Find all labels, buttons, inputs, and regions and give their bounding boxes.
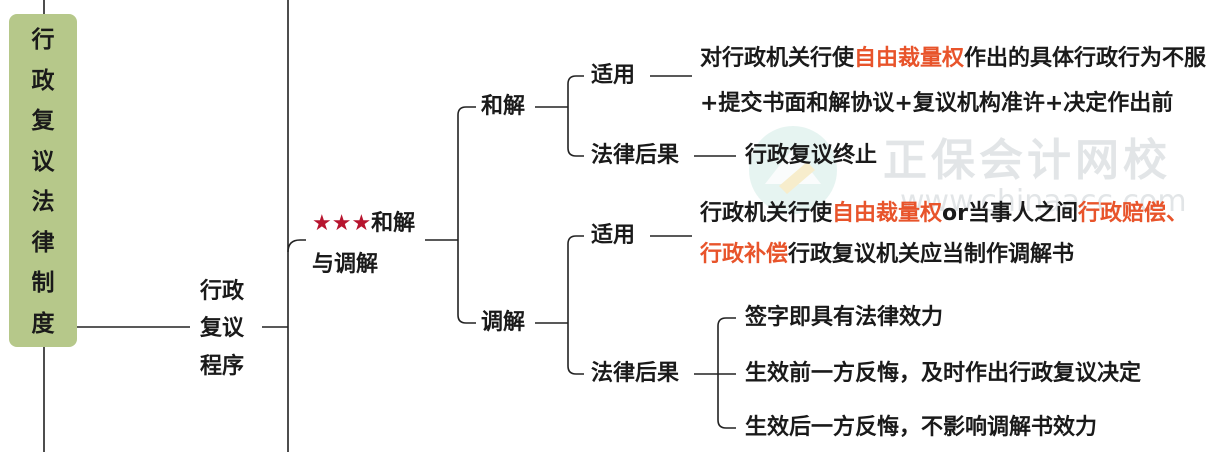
hejie-apply-text: 对行政机关行使 [700,46,855,71]
bracket-tiaojie-bottom [457,314,476,324]
root-char: 复 [31,108,55,134]
bracket-tiaojie-result [567,365,584,375]
tiaojie-apply-text: or当事人之间 [942,201,1078,226]
tiaojie-apply-line2: 行政补偿行政复议机关应当制作调解书 [700,239,1074,271]
hejie-result-label: 法律后果 [591,143,680,168]
tiaojie-result-item: 生效前一方反悔，及时作出行政复议决定 [745,361,1142,386]
tiaojie-apply-label: 适用 [591,223,636,248]
root-char: 制 [31,270,55,296]
tiaojie-apply-highlight: 行政补偿 [700,242,789,267]
tiaojie-result-item: 生效后一方反悔，不影响调解书效力 [745,415,1098,440]
root-title: 行 政 复 议 法 律 制 度 [9,20,77,344]
tiaojie-label: 调解 [481,310,526,335]
bracket-hejie-apply [567,75,584,85]
bracket-hejie-result [567,147,584,157]
importance-stars-icon: ★★★ [312,211,372,236]
hejie-result-text: 行政复议终止 [745,143,878,168]
root-char: 议 [31,148,55,175]
root-node: 行 政 复 议 法 律 制 度 [9,14,77,347]
tiaojie-result-item: 签字即具有法律效力 [745,305,944,330]
tiaojie-result-label: 法律后果 [591,361,680,386]
hejie-apply-text: 作出的具体行政行为不服 [964,46,1207,71]
root-char: 法 [31,189,55,215]
level2-label-line1: ★★★和解 [312,208,415,240]
bracket-hejie-top [457,106,476,116]
program-label-line2: 复议 [200,316,245,341]
hejie-apply-line2: +提交书面和解协议+复议机构准许+决定作出前 [700,91,1174,116]
root-char: 行 [31,27,55,53]
tiaojie-apply-line1: 行政机关行使自由裁量权or当事人之间行政赔偿、 [700,198,1188,230]
program-label-line1: 行政 [200,279,245,304]
tiaojie-apply-text: 行政机关行使 [700,201,833,226]
hejie-apply-line1: 对行政机关行使自由裁量权作出的具体行政行为不服 [700,43,1206,75]
tiaojie-apply-highlight: 自由裁量权 [832,201,943,226]
hejie-apply-label: 适用 [591,63,636,88]
spine-to-level2-curve [287,239,306,253]
root-char: 度 [31,310,55,337]
bracket-result-1 [717,317,736,327]
hejie-label: 和解 [481,94,526,119]
level2-label-line2: 与调解 [312,252,379,277]
tiaojie-apply-text: 行政复议机关应当制作调解书 [788,242,1075,267]
tiaojie-apply-highlight: 行政赔偿、 [1078,201,1189,226]
bracket-result-3 [717,419,736,429]
root-char: 律 [31,229,55,256]
program-label-line3: 程序 [200,354,245,379]
bracket-tiaojie-apply [567,235,584,245]
level2-label-text: 和解 [371,211,416,236]
root-char: 政 [31,67,55,94]
hejie-apply-highlight: 自由裁量权 [854,46,965,71]
